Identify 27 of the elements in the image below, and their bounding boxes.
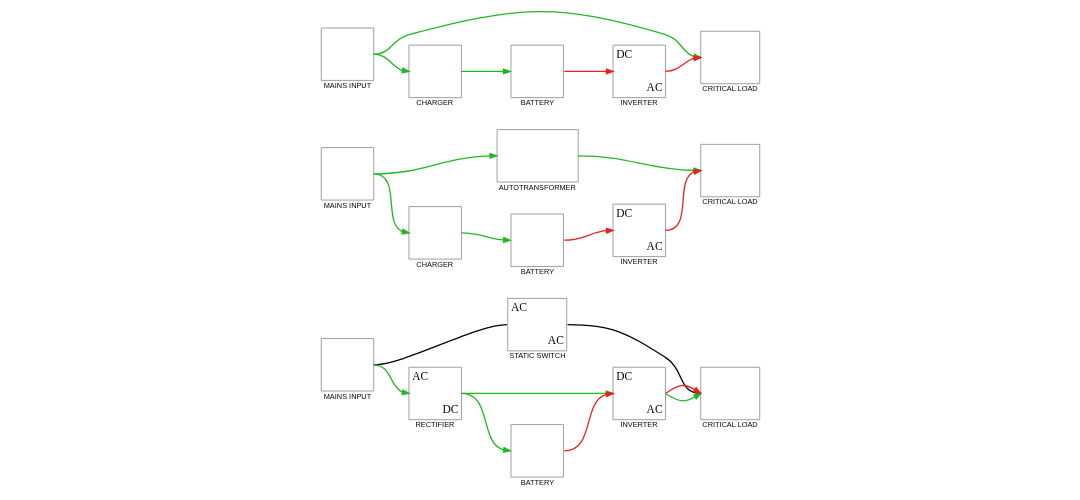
- arrow: [372, 173, 411, 235]
- node-label: INVERTER: [619, 98, 657, 108]
- node-label: BATTERY: [520, 98, 554, 108]
- node-label: CHARGER: [415, 98, 453, 108]
- node-label: MAINS INPUT: [323, 80, 371, 90]
- arrow: [664, 392, 702, 402]
- arrow: [563, 227, 615, 241]
- node-label: STATIC SWITCH: [508, 351, 566, 361]
- node-label: INVERTER: [619, 257, 657, 267]
- arrow: [460, 68, 512, 75]
- arrow: [460, 232, 512, 244]
- arrow: [563, 68, 615, 75]
- arrow: [664, 384, 702, 395]
- node-label: BATTERY: [520, 477, 554, 487]
- node-label: MAINS INPUT: [323, 200, 371, 210]
- arrow: [460, 392, 512, 454]
- node-label: CHARGER: [415, 259, 453, 269]
- node-label: INVERTER: [619, 420, 657, 430]
- node-label: BATTERY: [520, 266, 554, 276]
- node-label: CRITICAL LOAD: [701, 420, 758, 430]
- arrow: [372, 364, 411, 396]
- node-label: RECTIFIER: [415, 420, 454, 430]
- node-label: MAINS INPUT: [323, 391, 371, 401]
- node-label: AUTOTRANSFORMER: [498, 182, 576, 192]
- node-label: CRITICAL LOAD: [701, 197, 758, 207]
- arrow: [372, 53, 411, 74]
- node-label: CRITICAL LOAD: [701, 84, 758, 94]
